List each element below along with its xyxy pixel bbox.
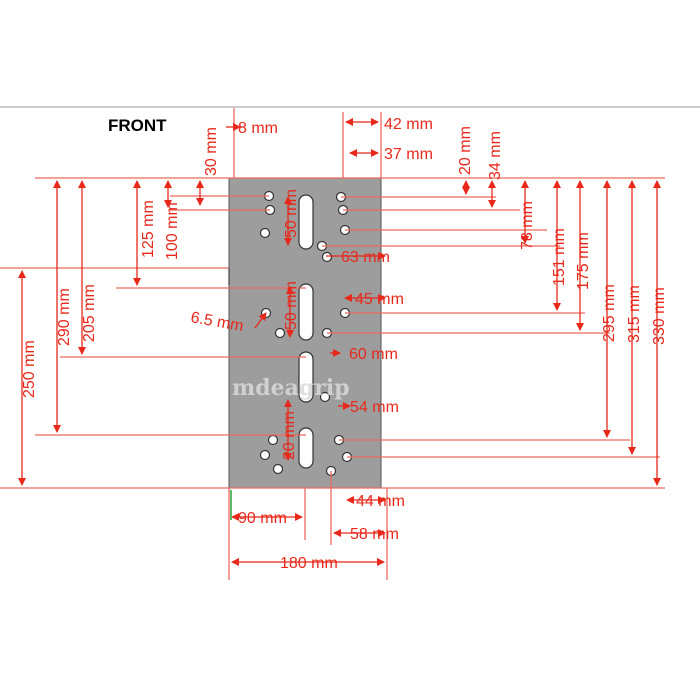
dim-45: 45 mm <box>355 291 404 308</box>
hole <box>272 463 284 475</box>
hole <box>274 327 286 339</box>
dim-50-middle: 50 mm <box>283 281 300 330</box>
dim-63: 63 mm <box>341 249 390 266</box>
dim-44: 44 mm <box>356 493 405 510</box>
dim-34: 34 mm <box>487 131 504 180</box>
slot-1 <box>298 194 314 250</box>
hole <box>267 434 279 446</box>
watermark: mdeagrip <box>232 375 350 401</box>
dim-205: 205 mm <box>81 284 98 342</box>
front-label: FRONT <box>108 116 167 135</box>
dim-20-top: 20 mm <box>457 126 474 175</box>
dim-54: 54 mm <box>350 399 399 416</box>
hole <box>259 449 271 461</box>
slot-4 <box>298 427 314 469</box>
dim-58: 58 mm <box>350 526 399 543</box>
dim-125: 125 mm <box>140 200 157 258</box>
hole <box>259 227 271 239</box>
dim-180: 180 mm <box>280 555 338 572</box>
dim-90: 90 mm <box>238 510 287 527</box>
hole <box>321 251 333 263</box>
dim-42: 42 mm <box>384 116 433 133</box>
hole <box>319 391 331 403</box>
dim-20-lower: 20 mm <box>281 411 298 460</box>
slot-3 <box>298 351 314 403</box>
slots <box>298 194 314 469</box>
dim-250: 250 mm <box>21 340 38 398</box>
dim-295: 295 mm <box>601 284 618 342</box>
dim-50-upper: 50 mm <box>283 189 300 238</box>
dim-151: 151 mm <box>551 228 568 286</box>
dim-78: 78 mm <box>519 201 536 250</box>
dim-175: 175 mm <box>575 232 592 290</box>
slot-2 <box>298 283 314 341</box>
dim-315: 315 mm <box>626 285 643 343</box>
dimension-labels: 42 mm 8 mm 37 mm 30 mm 20 mm 34 mm 125 m… <box>21 116 668 572</box>
dim-290: 290 mm <box>56 288 73 346</box>
dim-100: 100 mm <box>164 202 181 260</box>
dim-60: 60 mm <box>349 346 398 363</box>
dim-330: 330 mm <box>651 287 668 345</box>
extension-lines <box>0 108 665 580</box>
dim-30: 30 mm <box>203 127 220 176</box>
dimension-lines <box>18 118 661 566</box>
dim-37: 37 mm <box>384 146 433 163</box>
dim-8: 8 mm <box>238 120 278 137</box>
